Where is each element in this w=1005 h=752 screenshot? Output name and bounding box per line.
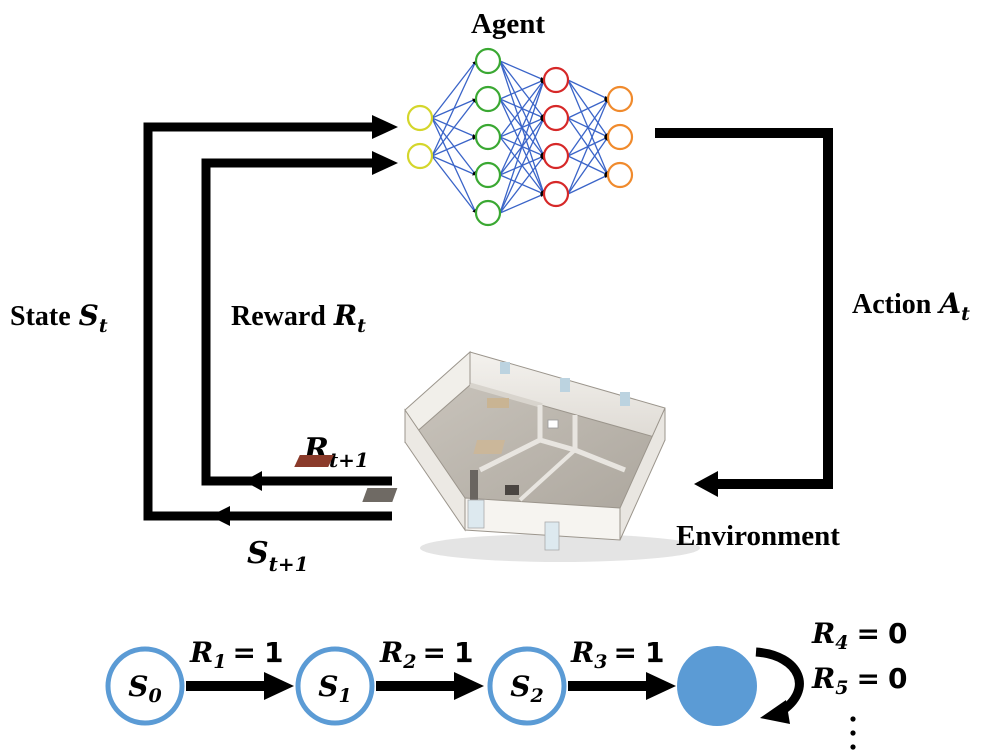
- ellipsis-dot-3: [850, 744, 856, 750]
- network-edge-1-3-0: [499, 79, 545, 176]
- network-node-layer2-1: [542, 104, 570, 132]
- network-node-layer1-3: [474, 161, 502, 189]
- network-edge-0-1-2: [431, 136, 477, 157]
- network-node-layer1-1: [474, 85, 502, 113]
- state-node-s2-label: S2: [510, 670, 543, 707]
- terminal-state-node: [677, 646, 757, 726]
- state-node-s0-label: S0: [128, 670, 161, 707]
- action-line: [655, 128, 833, 489]
- state-node-s0: [105, 646, 185, 726]
- network-edge-1-4-3: [499, 193, 545, 214]
- ellipsis-dot-2: [850, 730, 856, 736]
- network-node-layer1-0: [474, 47, 502, 75]
- network-edge-1-1-0: [499, 79, 545, 100]
- network-node-layer2-3: [542, 180, 570, 208]
- transition-arrowhead-3: [646, 672, 676, 700]
- markov-chain: S0 S1 S2 R1=1 R2=1 R3=1 R4=0: [105, 617, 907, 750]
- network-edge-1-4-2: [499, 155, 545, 214]
- environment-house-illustration: [294, 350, 700, 562]
- next-state-label: St+1: [247, 536, 309, 576]
- self-loop-arrowhead: [760, 700, 790, 724]
- self-loop-label-1: R4=0: [811, 617, 907, 654]
- transition-arrowhead-2: [454, 672, 484, 700]
- network-edge-1-0-0: [499, 60, 545, 81]
- transition-arrowhead-1: [264, 672, 294, 700]
- network-edge-2-3-2: [567, 174, 609, 195]
- network-edge-1-4-1: [499, 117, 545, 214]
- reward-loop-line: [201, 158, 392, 486]
- network-edge-0-0-0: [431, 60, 477, 119]
- agent-title: Agent: [471, 8, 545, 40]
- network-node-layer3-0: [606, 85, 634, 113]
- network-node-layer0-1: [406, 142, 434, 170]
- network-node-layer2-2: [542, 142, 570, 170]
- network-edge-0-1-4: [431, 155, 477, 214]
- state-return-arrowhead: [210, 506, 230, 526]
- network-edge-2-3-0: [567, 98, 609, 195]
- state-arrowhead: [372, 115, 398, 139]
- transition-label-3: R3=1: [570, 636, 664, 673]
- state-node-s2: [487, 646, 567, 726]
- self-loop-arrow: [755, 647, 804, 716]
- network-node-layer1-4: [474, 199, 502, 227]
- network-edge-2-3-1: [567, 136, 609, 195]
- environment-title: Environment: [676, 520, 840, 552]
- transition-label-2: R2=1: [379, 636, 473, 673]
- agent-neural-network: [406, 47, 634, 227]
- transition-label-1: R1=1: [189, 636, 283, 673]
- network-node-layer3-1: [606, 123, 634, 151]
- action-arrowhead: [694, 471, 718, 497]
- network-edge-0-1-3: [431, 155, 477, 176]
- state-loop-line: [143, 122, 392, 521]
- network-edge-0-1-1: [431, 98, 477, 157]
- network-edge-1-4-0: [499, 79, 545, 214]
- network-edge-2-1-0: [567, 98, 609, 119]
- reward-return-arrowhead: [244, 471, 262, 491]
- reward-arrowhead: [372, 151, 398, 175]
- network-edge-2-2-0: [567, 98, 609, 157]
- ellipsis-dot-1: [850, 716, 856, 722]
- network-node-layer2-0: [542, 66, 570, 94]
- self-loop-label-2: R5=0: [811, 662, 907, 699]
- network-edge-0-1-0: [431, 60, 477, 157]
- network-edge-2-0-0: [567, 79, 609, 100]
- state-node-s1: [295, 646, 375, 726]
- network-edge-1-2-0: [499, 79, 545, 138]
- state-node-s1-label: S1: [318, 670, 351, 707]
- network-node-layer3-2: [606, 161, 634, 189]
- network-node-layer0-0: [406, 104, 434, 132]
- network-node-layer1-2: [474, 123, 502, 151]
